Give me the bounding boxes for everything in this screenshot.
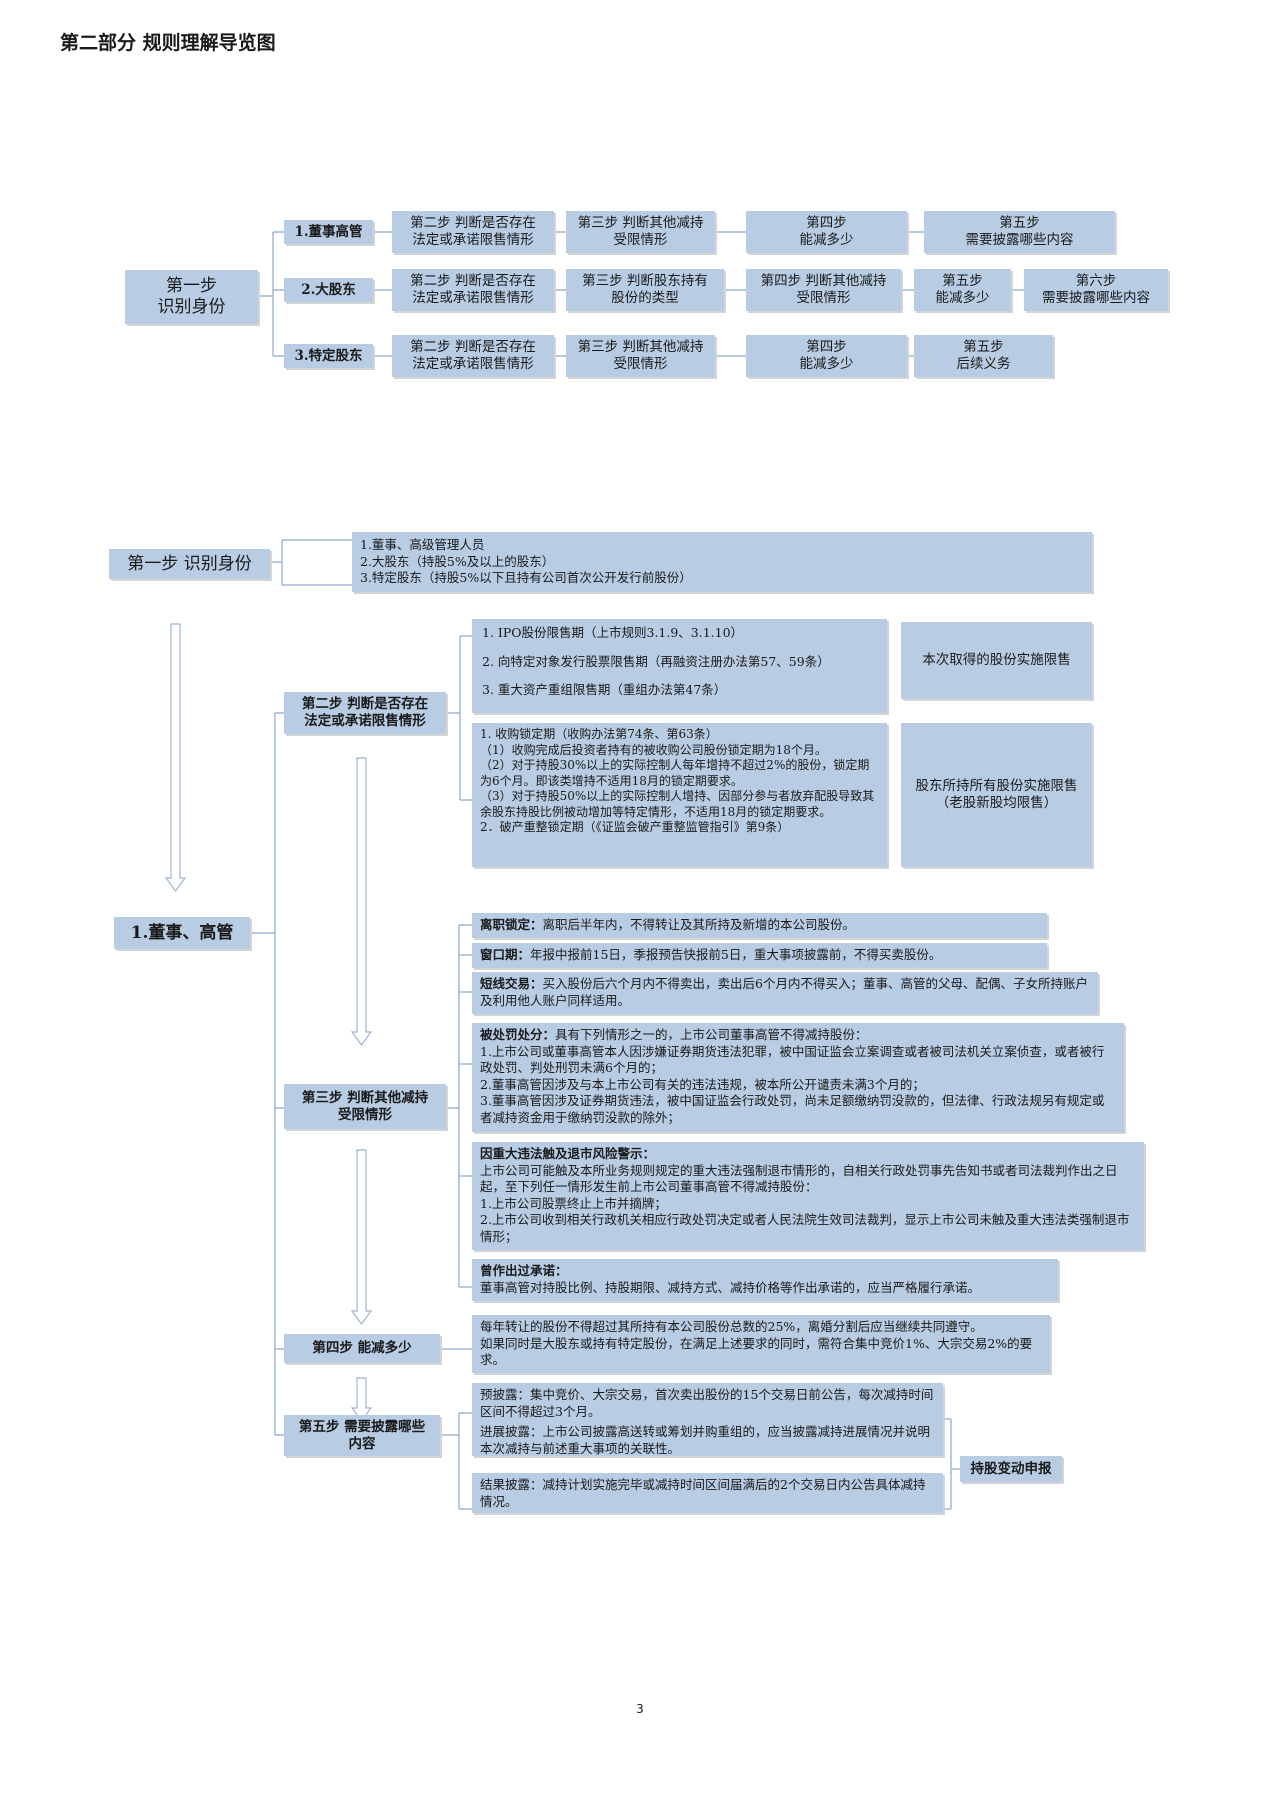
identity-item: 2.大股东（持股5%及以上的股东）	[360, 553, 555, 569]
identity-item: 3.特定股东（持股5%以下且持有公司首次公开发行前股份）	[360, 570, 692, 585]
step3-item-short-swing: 短线交易：买入股份后六个月内不得卖出，卖出后6个月内不得买入；董事、高管的父母、…	[472, 972, 1098, 1014]
connector	[440, 1412, 472, 1510]
connector	[446, 924, 472, 1288]
overview-step: 第二步 判断是否存在 法定或承诺限售情形	[392, 335, 554, 377]
item-lead: 离职锁定：	[480, 917, 543, 932]
overview-step: 第六步 需要披露哪些内容	[1024, 269, 1168, 311]
item-text: 2.上市公司收到相关行政机关相应行政处罚决定或者人民法院生效司法裁判，显示上市公…	[480, 1212, 1130, 1244]
step2-group2: 1. 收购锁定期（收购办法第74条、第63条） （1）收购完成后投资者持有的被收…	[472, 723, 887, 867]
connector	[270, 539, 352, 586]
item-text: 预披露：集中竞价、大宗交易，首次卖出股份的15个交易日前公告，每次减持时间区间不…	[480, 1387, 934, 1419]
overview-step: 第五步 需要披露哪些内容	[924, 211, 1115, 253]
overview-step: 第二步 判断是否存在 法定或承诺限售情形	[392, 211, 554, 253]
connector	[943, 1418, 960, 1510]
overview-row-label: 3.特定股东	[284, 344, 373, 368]
step3-item-window-period: 窗口期：年报中报前15日，季报预告快报前5日，重大事项披露前，不得买卖股份。	[472, 943, 1047, 968]
item-text: 2.董事高管因涉及与本上市公司有关的违法违规，被本所公开谴责未满3个月的；	[480, 1076, 925, 1092]
item-lead: 被处罚处分：	[480, 1027, 556, 1042]
connector	[250, 712, 284, 1436]
item-text: 年报中报前15日，季报预告快报前5日，重大事项披露前，不得买卖股份。	[530, 947, 942, 962]
item-text: 进展披露：上市公司披露高送转或筹划并购重组的，应当披露减持进展情况并说明本次减持…	[480, 1424, 931, 1456]
item-text: 1.上市公司股票终止上市并摘牌；	[480, 1195, 667, 1211]
step2-group1-item: 3. 重大资产重组限售期（重组办法第47条）	[482, 682, 727, 697]
overview-step: 第三步 判断其他减持 受限情形	[566, 211, 715, 253]
step2-group1-result: 本次取得的股份实施限售	[901, 622, 1092, 699]
overview-root: 第一步 识别身份	[125, 270, 258, 324]
step2-group1-item: 2. 向特定对象发行股票限售期（再融资注册办法第57、59条）	[482, 653, 830, 669]
page-title: 第二部分 规则理解导览图	[60, 32, 276, 54]
step3-item-resign-lock: 离职锁定：离职后半年内，不得转让及其所持及新增的本公司股份。	[472, 913, 1047, 938]
item-lead: 窗口期：	[480, 947, 531, 962]
step4-text: 每年转让的股份不得超过其所持有本公司股份总数的25%，离婚分割后应当继续共同遵守…	[472, 1315, 1050, 1373]
item-text: 董事高管对持股比例、持股期限、减持方式、减持价格等作出承诺的，应当严格履行承诺。	[480, 1279, 981, 1295]
overview-step: 第五步 后续义务	[914, 335, 1053, 377]
item-text: 如果同时是大股东或持有特定股份，在满足上述要求的同时，需符合集中竞价1%、大宗交…	[480, 1335, 1033, 1368]
step2-group2-item: （1）收购完成后投资者持有的被收购公司股份锁定期为18个月。	[480, 742, 827, 757]
identity-list: 1.董事、高级管理人员 2.大股东（持股5%及以上的股东） 3.特定股东（持股5…	[352, 532, 1092, 592]
step2-group1: 1. IPO股份限售期（上市规则3.1.9、3.1.10） 2. 向特定对象发行…	[472, 619, 887, 713]
overview-step: 第二步 判断是否存在 法定或承诺限售情形	[392, 269, 554, 311]
down-arrow-icon	[164, 623, 187, 893]
step5-result: 持股变动申报	[960, 1456, 1062, 1482]
down-arrow-icon	[350, 757, 373, 1047]
item-text: 买入股份后六个月内不得卖出，卖出后6个月内不得买入；董事、高管的父母、配偶、子女…	[480, 976, 1088, 1008]
overview-step: 第三步 判断股东持有 股份的类型	[566, 269, 724, 311]
detail-step1-label: 第一步 识别身份	[109, 549, 270, 579]
item-text: 离职后半年内，不得转让及其所持及新增的本公司股份。	[542, 917, 856, 932]
step2-group2-item: （3）对于持股50%以上的实际控制人增持、因部分参与者放弃配股导致其余股东持股比…	[480, 789, 875, 819]
step5-label: 第五步 需要披露哪些 内容	[284, 1415, 440, 1456]
step5-group2: 结果披露：减持计划实施完毕或减持时间区间届满后的2个交易日内公告具体减持情况。	[472, 1473, 943, 1513]
down-arrow-icon	[350, 1377, 373, 1423]
identity-item: 1.董事、高级管理人员	[360, 537, 485, 552]
item-text: 具有下列情形之一的，上市公司董事高管不得减持股份：	[555, 1027, 868, 1042]
item-text: 上市公司可能触及本所业务规则规定的重大违法强制退市情形的，自相关行政处罚事先告知…	[480, 1162, 1118, 1195]
subject-box: 1.董事、高管	[114, 917, 250, 949]
step3-item-penalty: 被处罚处分：具有下列情形之一的，上市公司董事高管不得减持股份： 1.上市公司或董…	[472, 1023, 1124, 1132]
down-arrow-icon	[350, 1149, 373, 1326]
overview-step: 第四步 能减多少	[746, 335, 907, 377]
page-number: 3	[636, 1702, 644, 1716]
overview-step: 第五步 能减多少	[914, 269, 1011, 311]
overview-row-label: 1.董事高管	[284, 220, 373, 244]
item-lead: 曾作出过承诺：	[480, 1263, 568, 1278]
item-text: 结果披露：减持计划实施完毕或减持时间区间届满后的2个交易日内公告具体减持情况。	[480, 1477, 926, 1509]
overview-step: 第四步 能减多少	[746, 211, 907, 253]
step5-group1: 预披露：集中竞价、大宗交易，首次卖出股份的15个交易日前公告，每次减持时间区间不…	[472, 1383, 943, 1456]
item-text: 1.上市公司或董事高管本人因涉嫌证券期货违法犯罪，被中国证监会立案调查或者被司法…	[480, 1043, 1105, 1076]
overview-row-label: 2.大股东	[284, 278, 373, 302]
step2-group2-item: 1. 收购锁定期（收购办法第74条、第63条）	[480, 727, 718, 741]
step2-group2-result: 股东所持所有股份实施限售 （老股新股均限售）	[901, 723, 1092, 867]
item-text: 每年转让的股份不得超过其所持有本公司股份总数的25%，离婚分割后应当继续共同遵守…	[480, 1319, 983, 1334]
item-text: 3.董事高管因涉及证券期货违法，被中国证监会行政处罚，尚未足额缴纳罚没款的，但法…	[480, 1093, 1105, 1125]
step3-item-commitment: 曾作出过承诺： 董事高管对持股比例、持股期限、减持方式、减持价格等作出承诺的，应…	[472, 1259, 1058, 1301]
step2-group2-item: （2）对于持股30%以上的实际控制人每年增持不超过2%的股份，锁定期为6个月。即…	[480, 758, 870, 788]
connector	[258, 231, 284, 357]
item-lead: 因重大违法触及退市风险警示：	[480, 1146, 656, 1161]
item-lead: 短线交易：	[480, 976, 543, 991]
step2-label: 第二步 判断是否存在 法定或承诺限售情形	[284, 692, 446, 734]
step3-item-delisting-risk: 因重大违法触及退市风险警示： 上市公司可能触及本所业务规则规定的重大违法强制退市…	[472, 1142, 1144, 1250]
step2-group1-item: 1. IPO股份限售期（上市规则3.1.9、3.1.10）	[482, 625, 744, 640]
connector	[446, 635, 472, 801]
step2-group2-item: 2．破产重整锁定期（《证监会破产重整监管指引》第9条）	[480, 820, 790, 834]
step3-label: 第三步 判断其他减持 受限情形	[284, 1084, 446, 1129]
overview-step: 第四步 判断其他减持 受限情形	[746, 269, 901, 311]
step4-label: 第四步 能减多少	[284, 1334, 440, 1363]
overview-step: 第三步 判断其他减持 受限情形	[566, 335, 715, 377]
